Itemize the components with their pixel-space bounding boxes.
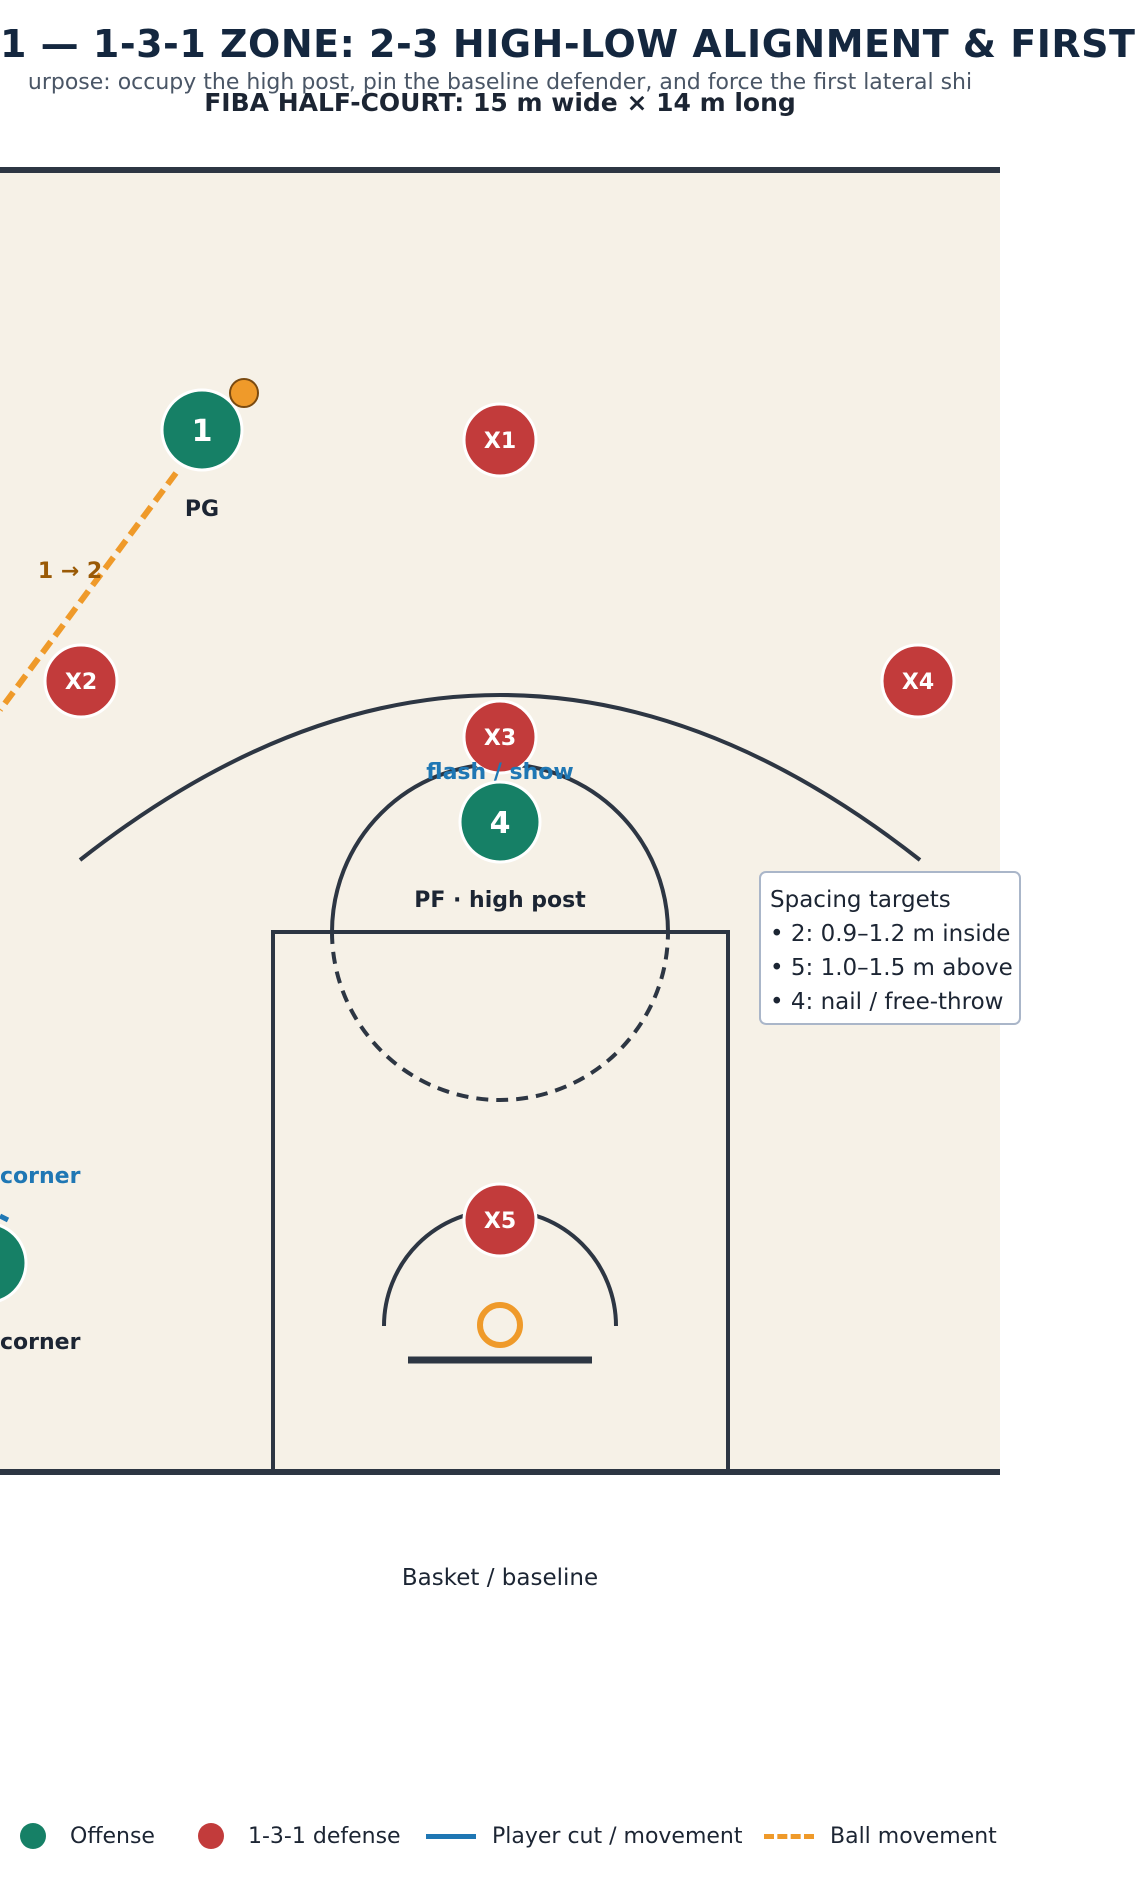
defender-x3-label: X3	[484, 726, 516, 751]
offense-player-4: 4	[458, 780, 542, 864]
free-throw-circle-bottom	[330, 931, 670, 1102]
defender-x1: X1	[462, 402, 538, 478]
corner-cut-label: corner	[0, 1164, 81, 1189]
legend-offense: Offense	[20, 1818, 155, 1854]
spacing-title: Spacing targets	[770, 887, 951, 913]
defender-x4-label: X4	[902, 670, 934, 695]
baseline-label: Basket / baseline	[402, 1565, 598, 1591]
pass-label: 1 → 2	[38, 559, 102, 584]
defender-x5-label: X5	[484, 1209, 516, 1234]
defense-dot-icon	[198, 1823, 224, 1849]
legend: Offense 1-3-1 defense Player cut / movem…	[0, 1818, 1000, 1854]
offense-player-corner	[0, 1223, 28, 1303]
offense-1-number: 1	[192, 414, 213, 449]
court-diagram: 1 → 2 corner X1 X2 X3 X4 X5 flash / show…	[0, 167, 1021, 1591]
corner-cut-line	[0, 1213, 10, 1223]
defender-x5: X5	[462, 1182, 538, 1258]
defender-x4: X4	[880, 643, 956, 719]
spacing-line-1: • 2: 0.9–1.2 m inside	[770, 921, 1010, 947]
legend-offense-label: Offense	[70, 1823, 155, 1849]
defender-x1-label: X1	[484, 429, 516, 454]
legend-cut: Player cut / movement	[426, 1818, 743, 1854]
cut-line-icon	[426, 1833, 476, 1839]
legend-ball-label: Ball movement	[830, 1823, 997, 1849]
offense-4-number: 4	[490, 806, 511, 841]
hoop	[477, 1302, 523, 1348]
legend-defense: 1-3-1 defense	[198, 1818, 401, 1854]
offense-1-label: PG	[185, 497, 219, 522]
ball-line-icon	[764, 1833, 814, 1839]
offense-corner-label: corner	[0, 1330, 81, 1355]
page-subtitle: urpose: occupy the high post, pin the ba…	[27, 70, 973, 95]
legend-cut-label: Player cut / movement	[492, 1823, 743, 1849]
pass-line	[0, 471, 179, 712]
legend-ball: Ball movement	[764, 1818, 997, 1854]
page-title: 1 — 1-3-1 ZONE: 2-3 HIGH-LOW ALIGNMENT &…	[0, 22, 1135, 66]
defender-x2-label: X2	[65, 670, 97, 695]
three-point-arc	[78, 693, 922, 862]
defender-x2: X2	[43, 643, 119, 719]
offense-4-label: PF · high post	[414, 888, 586, 913]
spacing-line-3: • 4: nail / free-throw	[770, 989, 1003, 1015]
offense-player-1: 1	[160, 388, 244, 472]
spacing-targets-box: Spacing targets • 2: 0.9–1.2 m inside • …	[759, 871, 1021, 1025]
offense-dot-icon	[20, 1823, 46, 1849]
spacing-line-2: • 5: 1.0–1.5 m above	[770, 955, 1013, 981]
paint-lane	[271, 930, 730, 1474]
ball-icon	[229, 378, 259, 408]
defender-x3: X3	[462, 699, 538, 775]
legend-defense-label: 1-3-1 defense	[248, 1823, 401, 1849]
court-dimensions-label: FIBA HALF-COURT: 15 m wide × 14 m long	[204, 88, 796, 117]
